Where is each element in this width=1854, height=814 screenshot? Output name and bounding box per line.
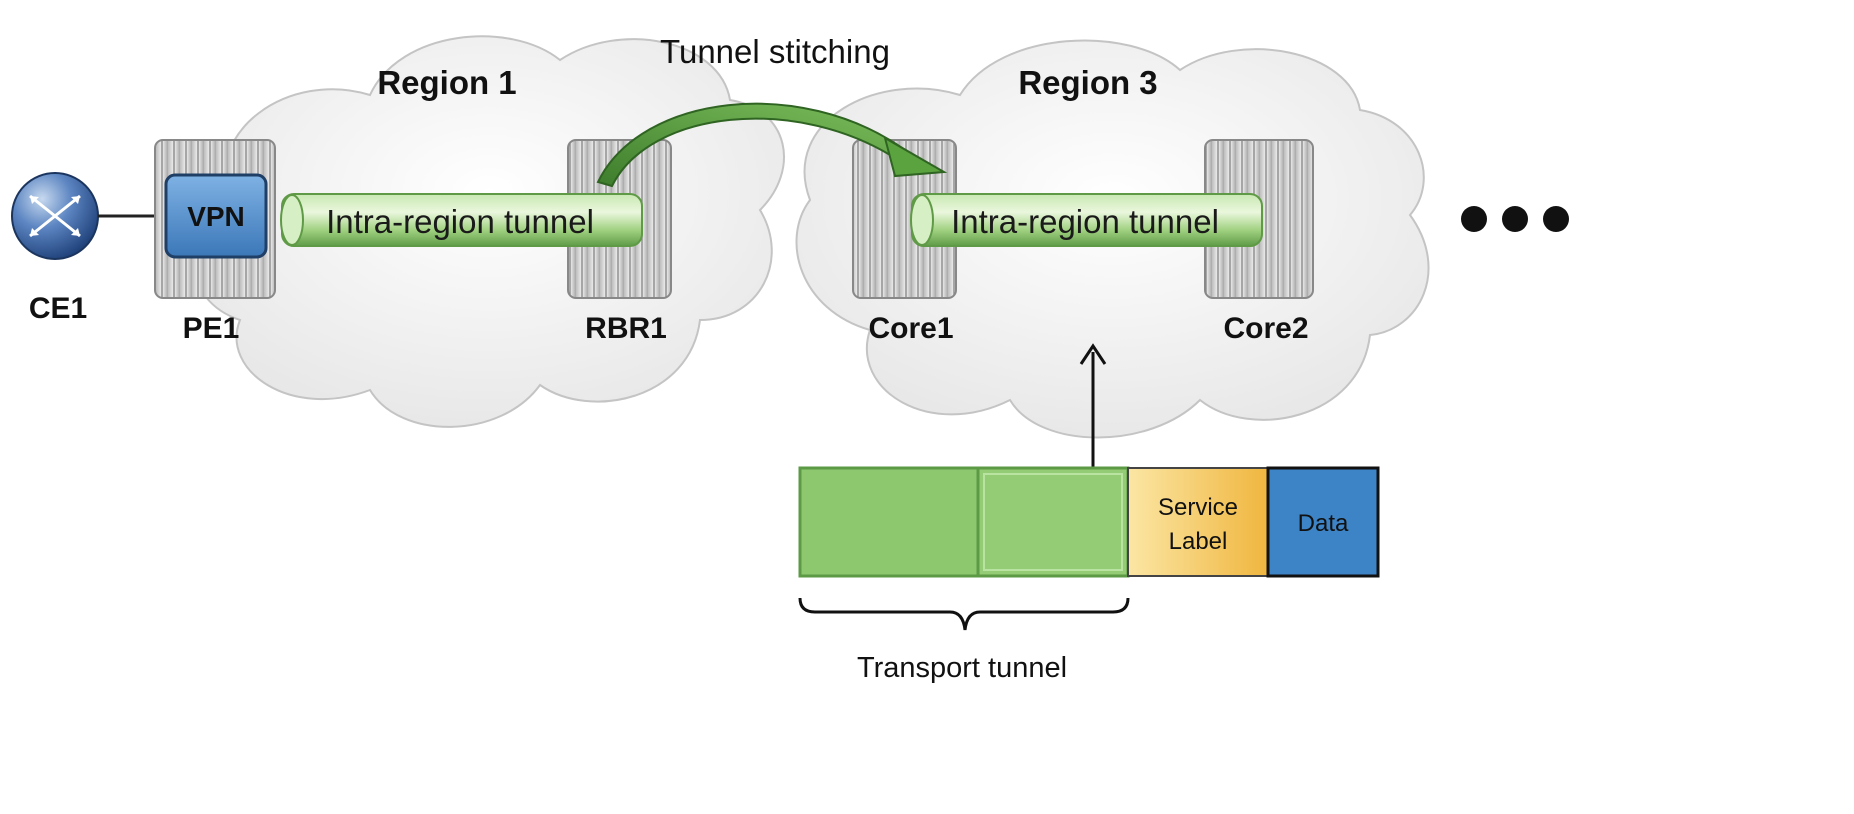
tunnel-1-label: Intra-region tunnel	[326, 203, 594, 240]
service-label-box	[1127, 467, 1269, 577]
tunnel-stitching-arrow-icon	[596, 102, 948, 188]
tunnel-2-label: Intra-region tunnel	[951, 203, 1219, 240]
vpn-label: VPN	[187, 201, 245, 232]
service-label-line2: Label	[1169, 528, 1228, 555]
data-box	[1266, 466, 1380, 578]
ce1-label: CE1	[29, 292, 87, 325]
rbr1-label: RBR1	[585, 312, 667, 345]
transport-tunnel-brace	[798, 597, 1130, 631]
ce1-router-icon	[11, 172, 99, 260]
vpn-box: VPN	[164, 173, 268, 259]
transport-label-outer	[798, 466, 980, 578]
tunnel-stitching-label: Tunnel stitching	[660, 33, 890, 70]
core1-label: Core1	[868, 312, 953, 345]
packet-up-arrow-icon	[1079, 343, 1107, 468]
pe1-label: PE1	[183, 312, 240, 345]
intra-region-tunnel-2: Intra-region tunnel	[910, 193, 1263, 247]
region-1-title: Region 1	[377, 64, 516, 101]
more-regions-ellipsis-icon	[1461, 206, 1569, 232]
transport-tunnel-label: Transport tunnel	[857, 652, 1067, 684]
service-label-line1: Service	[1158, 494, 1238, 521]
data-label: Data	[1298, 510, 1349, 537]
packet-header: Service Label Data	[798, 466, 1380, 578]
transport-label-inner	[976, 466, 1130, 578]
intra-region-tunnel-1: Intra-region tunnel	[280, 193, 643, 247]
core2-label: Core2	[1223, 312, 1308, 345]
region-3-title: Region 3	[1018, 64, 1157, 101]
